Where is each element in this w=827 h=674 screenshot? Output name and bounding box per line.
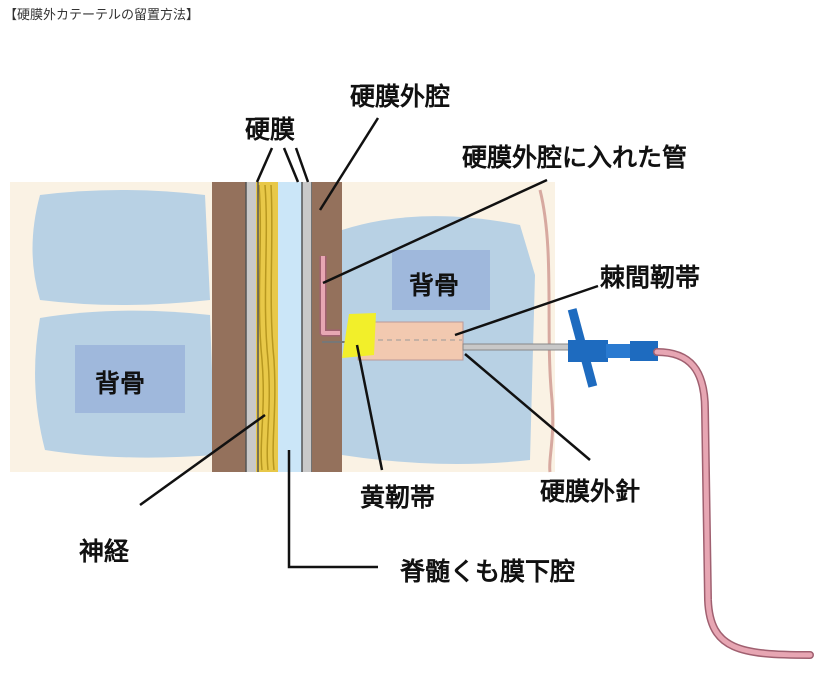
needle-hub-connector xyxy=(606,344,632,358)
nerve-fibers xyxy=(258,184,276,471)
dura-label: 硬膜 xyxy=(245,115,295,144)
dura-arrow-center-b xyxy=(294,147,310,183)
epidural-space-band xyxy=(312,182,342,472)
diagram-title: 【硬膜外カテーテルの留置方法】 xyxy=(4,8,200,23)
dura-arrow-center-a xyxy=(282,147,300,183)
interspinous-ligament-label: 棘間靭帯 xyxy=(600,263,700,292)
ligamentum-flavum-label: 黄靭帯 xyxy=(360,483,435,512)
csf-subarachnoid xyxy=(278,182,302,472)
interspinous-ligament-needle-body xyxy=(357,321,464,361)
ligamentum-flavum-leader xyxy=(355,344,384,471)
subarachnoid-space-label: 脊髄くも膜下腔 xyxy=(399,557,575,586)
catheter-external xyxy=(653,348,814,659)
nerve-leader xyxy=(139,413,266,507)
dura-inner-wall xyxy=(302,182,312,472)
catheter-external-inner xyxy=(654,349,813,658)
dura-arrow-left xyxy=(255,147,274,183)
skin-line xyxy=(538,189,555,473)
catheter-label: 硬膜外腔に入れた管 xyxy=(462,143,687,172)
vertebra-left-label: 背骨 xyxy=(95,369,145,398)
needle-hub-end xyxy=(630,341,658,361)
interspinous-ligament-leader xyxy=(454,284,599,337)
catheter-leader xyxy=(322,178,548,285)
vertebra-right-label-box xyxy=(392,250,490,310)
epidural-needle-leader xyxy=(464,353,591,461)
vertebra-left-label-box xyxy=(75,345,185,413)
vertebra-upper-left xyxy=(32,190,210,305)
nerve-label: 神経 xyxy=(79,537,130,566)
dura-outer xyxy=(246,182,258,472)
epidural-space-label: 硬膜外腔 xyxy=(350,82,450,111)
vertebra-right-label: 背骨 xyxy=(409,271,459,300)
epidural-needle-label: 硬膜外針 xyxy=(540,477,640,506)
needle-hub xyxy=(568,340,608,362)
ligamentum-flavum-patch xyxy=(342,313,376,358)
nerve-bundle xyxy=(256,182,278,472)
needle-shaft xyxy=(462,343,574,351)
epidural-space-leader xyxy=(318,117,380,211)
subarachnoid-leader xyxy=(287,450,378,569)
